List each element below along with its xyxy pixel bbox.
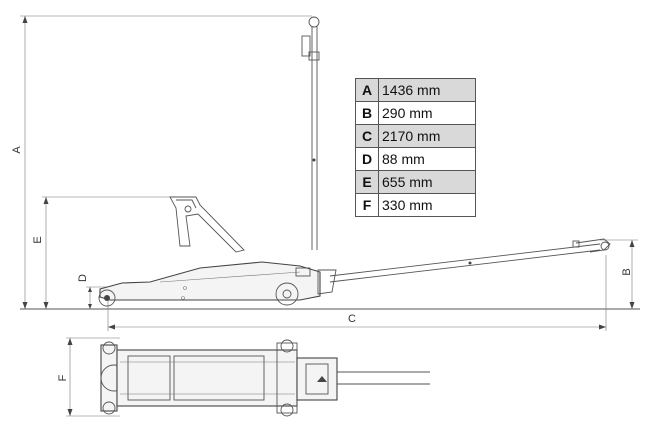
spec-key: C [355,124,379,148]
jack-body-side [98,261,337,307]
table-row: B 290 mm [355,101,476,125]
table-row: F 330 mm [355,193,476,217]
dimension-b: B [600,239,638,309]
spec-key: D [355,147,379,171]
dimension-b-label: B [621,268,633,275]
raised-lift-arm [169,196,245,253]
table-row: D 88 mm [355,147,476,171]
spec-value: 290 mm [378,101,476,125]
lowered-handle [329,238,611,283]
spec-key: A [355,78,379,102]
raised-handle [301,16,320,250]
table-row: A 1436 mm [355,78,476,102]
spec-value: 88 mm [378,147,476,171]
dimension-f: F [57,337,120,417]
spec-key: F [355,193,379,217]
specification-table: A 1436 mm B 290 mm C 2170 mm D 88 mm E 6… [355,78,476,217]
dimension-e: E [32,196,170,309]
spec-value: 330 mm [378,193,476,217]
spec-value: 655 mm [378,170,476,194]
jack-plan-view [100,339,430,417]
spec-value: 2170 mm [378,124,476,148]
spec-key: E [355,170,379,194]
dimension-a-label: A [11,146,23,154]
dimension-f-label: F [57,374,69,381]
dimension-d-label: D [77,274,89,282]
table-row: C 2170 mm [355,124,476,148]
dimension-a: A [11,15,312,309]
table-row: E 655 mm [355,170,476,194]
spec-key: B [355,101,379,125]
spec-value: 1436 mm [378,78,476,102]
dimension-c: C [107,255,607,331]
dimension-c-label: C [348,313,356,325]
dimension-e-label: E [32,236,44,243]
dimension-d: D [77,274,110,309]
